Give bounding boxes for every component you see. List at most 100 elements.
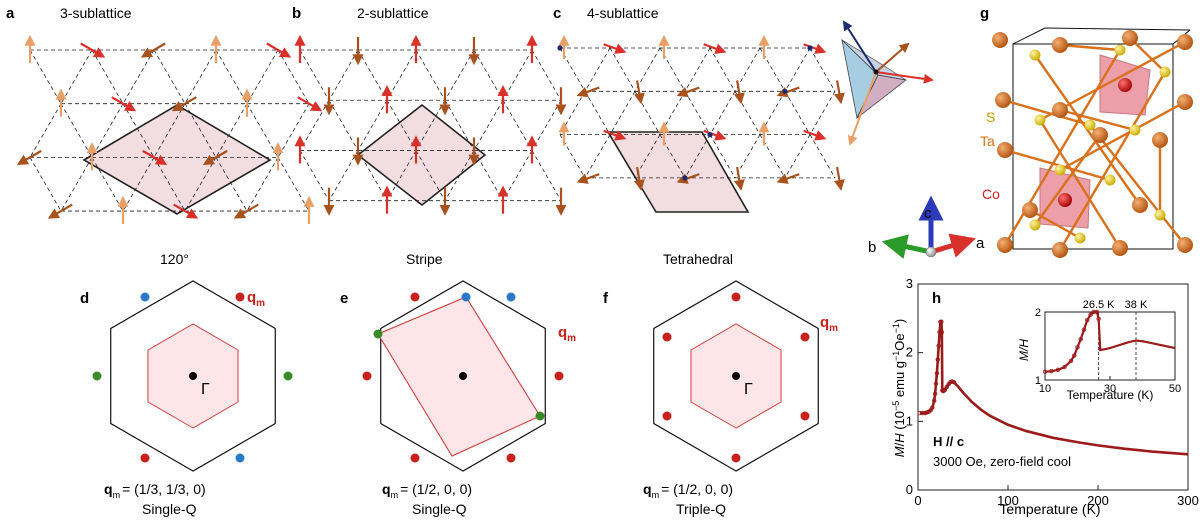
spin-arrow xyxy=(733,166,745,191)
transition-label: 26.5 K xyxy=(1083,299,1115,311)
spin-arrow xyxy=(703,129,727,141)
lattice-bond xyxy=(684,134,711,179)
unit-cell-edge xyxy=(1044,27,1191,31)
s-atom xyxy=(1034,114,1046,126)
inset-xlabel: Temperature (K) xyxy=(1067,388,1154,402)
data-point xyxy=(939,329,945,335)
ta-atom xyxy=(1177,237,1193,253)
data-point xyxy=(930,405,935,410)
axes-triad-icon: c a b xyxy=(868,195,985,259)
lattice-bond xyxy=(444,49,475,101)
ta-atom xyxy=(1022,202,1038,218)
ta-s-bond xyxy=(1002,98,1091,127)
spin-arrow xyxy=(576,86,600,98)
spin-arrow xyxy=(202,149,228,165)
lattice-bond xyxy=(386,49,417,101)
lattice-bond xyxy=(734,91,761,135)
lattice-bond xyxy=(60,49,93,104)
inset-data-point xyxy=(1075,345,1080,350)
tetrahedron-icon xyxy=(841,20,934,146)
crystal-structure xyxy=(992,27,1193,258)
chart-series-main xyxy=(917,319,1189,456)
brillouin-zone-d: Γ xyxy=(92,280,293,472)
bz-formula-f: qm= (1/2, 0, 0) xyxy=(643,481,733,500)
bz-formula-e: qm= (1/2, 0, 0) xyxy=(382,481,472,500)
panel-letter-a: a xyxy=(6,5,15,22)
lattice-bond xyxy=(153,49,186,104)
qm-point xyxy=(362,371,372,381)
lattice-bond xyxy=(415,49,446,101)
lattice-bond xyxy=(357,49,388,101)
inset-data-point xyxy=(1094,309,1100,315)
s-atom xyxy=(1054,164,1066,176)
inset-data-point xyxy=(1062,364,1067,370)
brillouin-zone-e: Γ xyxy=(362,280,564,472)
co-atom xyxy=(1118,78,1132,92)
lattice-caption-b: Stripe xyxy=(406,251,443,267)
lattice-bond xyxy=(29,49,62,104)
ta-atom xyxy=(1112,240,1128,256)
gamma-point xyxy=(732,372,740,380)
qm-point xyxy=(535,411,545,421)
lattice-bond xyxy=(299,49,330,101)
lattice-bond xyxy=(502,100,533,151)
bz-formula-d: qm= (1/3, 1/3, 0) xyxy=(104,481,206,500)
spin-arrow xyxy=(80,42,106,58)
panel-letter-b: b xyxy=(292,5,301,22)
co-atom xyxy=(1058,193,1072,207)
panel-letter-e: e xyxy=(340,290,348,307)
inset-data-point xyxy=(1072,353,1077,358)
lattice-bond xyxy=(531,150,562,201)
lattice-bond xyxy=(215,49,248,104)
data-point xyxy=(932,398,937,403)
spin-arrow xyxy=(173,203,199,219)
spin-arrow xyxy=(803,43,827,54)
lattice-bond xyxy=(415,150,446,201)
qm-point xyxy=(235,292,245,302)
lattice-bond xyxy=(357,100,388,151)
qm-point xyxy=(373,329,383,339)
data-point xyxy=(934,371,940,376)
lattice-bond xyxy=(153,157,186,212)
lattice-bond xyxy=(531,100,562,151)
ta-s-bond xyxy=(1059,108,1136,132)
data-point xyxy=(936,343,941,348)
lattice-bond xyxy=(277,157,310,212)
magnetic-unit-cell xyxy=(82,104,272,215)
lattice-bond xyxy=(609,47,636,92)
s-atom xyxy=(1074,232,1086,244)
lattice-site xyxy=(807,45,813,51)
gamma-point xyxy=(189,372,197,380)
qm-point xyxy=(506,292,516,302)
bz-boundary xyxy=(110,280,276,472)
spin-arrow xyxy=(266,42,292,58)
spin-arrow xyxy=(576,173,600,184)
lattice-bond xyxy=(277,103,310,158)
qm-label-e: qm xyxy=(558,324,576,344)
lattice-bond xyxy=(634,91,661,135)
qm-point xyxy=(283,371,293,381)
ta-s-bond xyxy=(1034,54,1141,206)
chart-frame xyxy=(917,283,1189,491)
ta-s-bond xyxy=(1059,43,1121,52)
data-point xyxy=(932,391,938,397)
s-atom xyxy=(1104,174,1116,186)
lattice-bond xyxy=(559,91,586,135)
spin-arrow xyxy=(140,42,166,58)
lattice-bond xyxy=(473,100,504,151)
lattice-bond xyxy=(386,100,417,151)
ta-s-bond xyxy=(1129,37,1166,73)
ta-atom xyxy=(995,92,1011,108)
lattice-bond xyxy=(122,103,155,158)
inset-data-point xyxy=(1055,367,1061,372)
inset-y-tick-label: 2 xyxy=(1035,307,1041,319)
lattice-bond xyxy=(609,134,636,179)
ta-s-bond xyxy=(1038,119,1122,249)
chart-xlabel: Temperature (K) xyxy=(999,501,1100,517)
lattice-bond xyxy=(60,103,93,158)
qm-point xyxy=(235,453,245,463)
qm-point xyxy=(140,453,150,463)
lattice-bond xyxy=(91,49,124,104)
ta-atom xyxy=(1177,34,1193,50)
qm-point xyxy=(140,292,150,302)
